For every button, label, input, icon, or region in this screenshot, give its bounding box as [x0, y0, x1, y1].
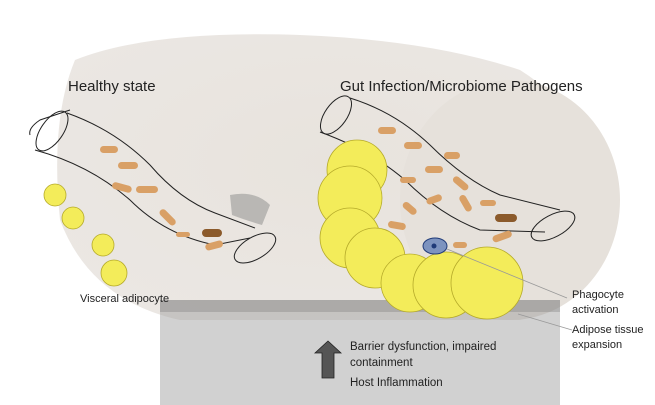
infection-bacteria	[378, 127, 517, 248]
bacterium	[402, 201, 417, 215]
barrier-label-line2: containment	[350, 357, 413, 369]
bacterium	[425, 166, 443, 173]
bacterium	[100, 146, 118, 153]
adipocyte	[43, 183, 67, 207]
healthy-adipocytes	[43, 183, 128, 287]
adipose-label-line2: expansion	[572, 339, 622, 351]
bacterium	[400, 177, 416, 183]
healthy-bacteria	[100, 146, 223, 251]
healthy-state-title: Healthy state	[68, 78, 156, 95]
adipose-leader-line	[517, 313, 573, 331]
expanded-adipocytes	[317, 139, 524, 320]
bacterium	[112, 182, 132, 193]
adipocyte	[100, 259, 128, 287]
bacterium	[118, 162, 138, 169]
phagocyte-label-line1: Phagocyte	[572, 289, 624, 301]
host-inflammation-label: Host Inflammation	[350, 377, 443, 389]
bacterium	[444, 152, 460, 159]
bacterium	[205, 240, 223, 251]
bacterium	[495, 214, 517, 222]
infection-title: Gut Infection/Microbiome Pathogens	[340, 78, 583, 95]
bacterium	[459, 194, 472, 212]
adipocyte	[91, 233, 115, 257]
bacterium	[404, 142, 422, 149]
barrier-label-line1: Barrier dysfunction, impaired	[350, 341, 496, 353]
bacterium	[202, 229, 222, 237]
bacterium	[453, 242, 467, 248]
bacterium	[452, 176, 469, 191]
phagocyte-leader-line	[446, 248, 568, 299]
bacterium	[176, 232, 190, 237]
adipocyte	[450, 246, 524, 320]
adipose-label-line1: Adipose tissue	[572, 324, 644, 336]
bacterium	[480, 200, 496, 206]
healthy-gut	[29, 109, 277, 264]
adipocyte	[61, 206, 85, 230]
bacterium	[426, 194, 442, 205]
phagocyte-label-line2: activation	[572, 304, 618, 316]
phagocyte	[422, 237, 448, 255]
bacterium	[159, 209, 176, 226]
bacterium	[378, 127, 396, 134]
up-arrow-icon	[313, 340, 343, 379]
bacterium	[492, 230, 512, 243]
visceral-adipocyte-label: Visceral adipocyte	[80, 293, 169, 305]
bacterium	[387, 221, 406, 230]
bacterium	[136, 186, 158, 193]
